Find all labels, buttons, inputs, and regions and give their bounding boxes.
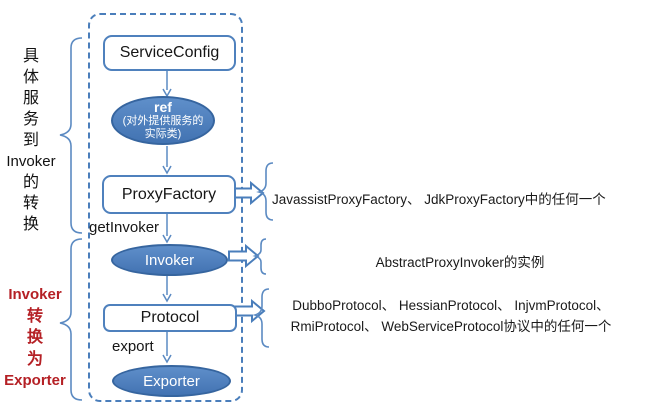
brace-left-top: [59, 37, 83, 234]
node-protocol: Protocol: [103, 304, 237, 332]
node-proxy-factory-label: ProxyFactory: [121, 185, 217, 203]
block-arrow-proxyfactory: [233, 180, 265, 206]
label-char: 体: [22, 69, 39, 86]
node-service-config: ServiceConfig: [103, 35, 236, 71]
label-char-red: 换: [26, 329, 43, 346]
label-char: 具: [22, 48, 39, 65]
arrowhead-proxyfactory: [162, 165, 172, 175]
arrowhead-invoker: [162, 234, 172, 244]
edge-label-get-invoker: getInvoker: [89, 219, 160, 236]
brace-right-proxyfactory: [256, 162, 274, 221]
label-char-red: 转: [26, 307, 43, 325]
label-char-red: 为: [26, 350, 43, 368]
note-invoker: AbstractProxyInvoker的实例: [375, 255, 545, 270]
node-proxy-factory: ProxyFactory: [102, 175, 236, 214]
label-word-invoker-red: Invoker: [8, 286, 62, 303]
node-service-config-label: ServiceConfig: [119, 44, 220, 61]
brace-right-protocol: [252, 288, 270, 348]
dashed-frame: [88, 13, 243, 402]
node-invoker: Invoker: [111, 244, 228, 276]
node-invoker-label: Invoker: [144, 251, 195, 269]
note-protocol-line1: DubboProtocol、 HessianProtocol、 InjvmPro…: [292, 298, 610, 313]
label-word-exporter-red: Exporter: [4, 372, 66, 389]
node-exporter: Exporter: [112, 365, 231, 397]
label-char: 的: [22, 174, 39, 191]
label-word-invoker: Invoker: [6, 153, 56, 170]
node-ref-note: (对外提供服务的实际类): [122, 114, 204, 140]
label-char: 服: [22, 90, 39, 107]
brace-left-bottom: [59, 238, 83, 401]
brace-right-invoker: [252, 238, 267, 275]
arrowhead-protocol: [162, 293, 172, 303]
note-protocol: DubboProtocol、 HessianProtocol、 InjvmPro…: [258, 295, 644, 337]
edge-label-export: export: [112, 338, 154, 355]
node-ref-label: ref: [154, 98, 172, 115]
label-service-to-invoker: 具 体 服 务 到 Invoker 的 转 换: [0, 46, 62, 235]
label-char: 转: [22, 195, 39, 212]
label-invoker-to-exporter: Invoker 转 换 为 Exporter: [2, 284, 68, 392]
label-char: 务: [22, 111, 39, 128]
label-char: 到: [22, 132, 39, 149]
arrowhead-ref: [162, 88, 172, 98]
node-exporter-label: Exporter: [143, 372, 200, 390]
arrowhead-exporter: [162, 354, 172, 364]
node-protocol-label: Protocol: [140, 309, 200, 326]
label-char: 换: [22, 216, 39, 233]
note-proxy-factory: JavassistProxyFactory、 JdkProxyFactory中的…: [272, 192, 606, 207]
block-arrow-invoker: [228, 243, 260, 269]
node-ref: ref(对外提供服务的实际类): [111, 96, 215, 145]
note-protocol-line2: RmiProtocol、 WebServiceProtocol协议中的任何一个: [290, 319, 612, 334]
